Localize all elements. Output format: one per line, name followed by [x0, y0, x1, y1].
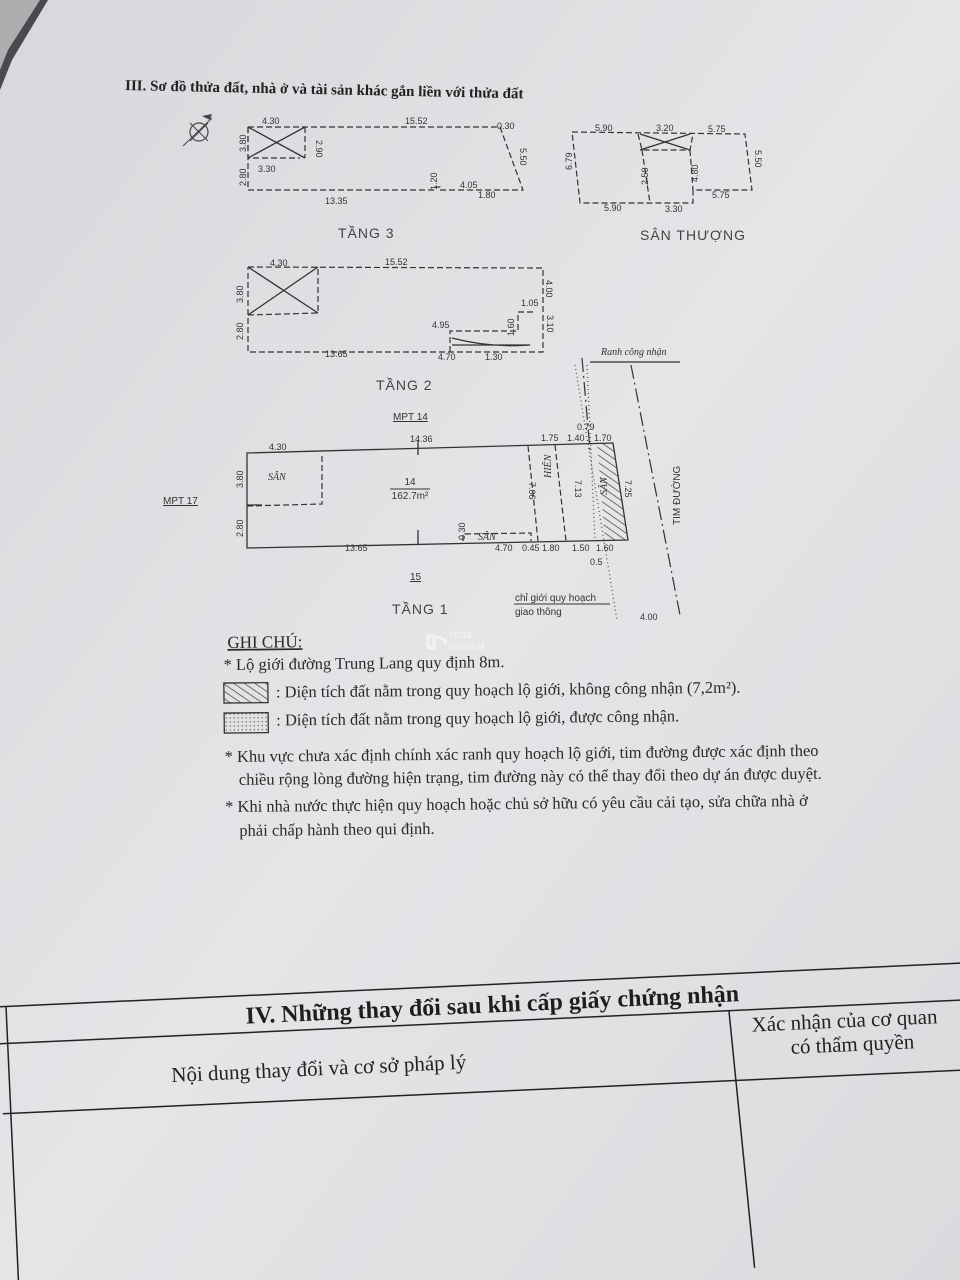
- dimension-label: 6.79: [564, 152, 574, 170]
- watermark-text-2: nhadat: [448, 639, 485, 653]
- dimension-label: 3.30: [258, 164, 276, 174]
- dimension-label: 3.80: [235, 285, 245, 303]
- floor2-label: TẦNG 2: [376, 377, 433, 393]
- watermark-logo: rada nhadat: [426, 629, 485, 653]
- dimension-label: 4.05: [460, 180, 478, 190]
- dimension-label: 2.80: [235, 519, 245, 537]
- dimension-label: 4.00: [640, 612, 658, 622]
- dimension-label: 13.65: [345, 543, 368, 553]
- dimension-label: 0.79: [577, 422, 595, 432]
- neighbor-left: MPT 17: [163, 496, 198, 507]
- column-header-confirmation-line2: có thẩm quyền: [790, 1029, 915, 1059]
- dimension-label: 5.50: [753, 150, 763, 168]
- yard-label-2: SÂN: [598, 476, 610, 495]
- dimension-label: 3.10: [545, 315, 555, 333]
- dimension-label: 0.45: [522, 543, 540, 553]
- dimension-label: 3.80: [235, 470, 245, 488]
- dimension-label: 1.75: [541, 433, 559, 443]
- planning-line-label: chỉ giới quy hoạch: [515, 592, 596, 604]
- dimension-label: 1.05: [521, 298, 539, 308]
- dimension-label: 5.75: [708, 124, 726, 134]
- legend-dotted-icon: [223, 711, 270, 734]
- dimension-label: 4.30: [270, 258, 288, 268]
- floor3-plan: 4.30 15.52 0.30 3.80 2.80 3.30 13.35 4.0…: [238, 116, 528, 241]
- dimension-label: 4.80: [690, 164, 700, 182]
- neighbor-top: MPT 14: [393, 412, 428, 423]
- floor3-label: TẦNG 3: [338, 225, 395, 241]
- dimension-label: 4.30: [262, 116, 280, 126]
- dimension-label: 7.13: [573, 480, 583, 498]
- floor2-plan: 4.30 15.52 3.80 2.80 13.65 4.70 1.30 4.9…: [235, 257, 555, 393]
- note-item: : Diện tích đất nằm trong quy hoạch lộ g…: [276, 678, 741, 702]
- yard-label: SÂN: [268, 471, 287, 483]
- planning-line-label-2: giao thông: [515, 607, 562, 618]
- dimension-label: 15.52: [405, 116, 428, 126]
- north-arrow-icon: [182, 114, 213, 147]
- yard-label-3: SÂN: [478, 531, 497, 543]
- dimension-label: 1.50: [572, 543, 590, 553]
- dimension-label: 1.60: [506, 318, 516, 336]
- dimension-label: 4.70: [495, 543, 513, 553]
- boundary-label: Ranh công nhận: [600, 347, 667, 358]
- dimension-label: 0.30: [457, 522, 467, 540]
- dimension-label: 7.25: [623, 480, 633, 498]
- note-item: : Diện tích đất nằm trong quy hoạch lộ g…: [276, 706, 679, 729]
- dimension-label: 0.30: [497, 121, 515, 131]
- dimension-label: 2.90: [314, 140, 324, 158]
- dimension-label: 5.90: [595, 123, 613, 133]
- porch-label: HIÊN: [542, 453, 554, 479]
- rooftop-plan: 5.90 3.20 5.75 5.90 3.30 5.75 6.79 5.50 …: [564, 123, 763, 243]
- dimension-label: 2.80: [235, 322, 245, 340]
- dimension-label: 3.20: [656, 123, 674, 133]
- neighbor-bottom: 15: [410, 572, 422, 583]
- parcel-number: 14: [404, 477, 416, 488]
- dimension-label: 7.06: [527, 482, 537, 500]
- rooftop-label: SÂN THƯỢNG: [640, 227, 746, 243]
- watermark-text: rada: [450, 629, 473, 641]
- note-item: * Lộ giới đường Trung Lang quy định 8m.: [224, 652, 505, 674]
- dimension-label: 3.80: [238, 134, 248, 152]
- dimension-label: 14.36: [410, 434, 433, 444]
- parcel-area: 162.7m²: [392, 491, 429, 502]
- dimension-label: 1.60: [596, 543, 614, 553]
- dimension-label: 0.5: [590, 557, 603, 567]
- page-edge-highlight: [0, 0, 40, 70]
- dimension-label: 5.90: [604, 203, 622, 213]
- notes-heading: GHI CHÚ:: [227, 632, 302, 652]
- dimension-label: 4.95: [432, 320, 450, 330]
- dimension-label: 1.30: [485, 352, 503, 362]
- dimension-label: 4.70: [438, 352, 456, 362]
- dimension-label: 4.30: [269, 442, 287, 452]
- dimension-label: 15.52: [385, 257, 408, 267]
- dimension-label: 5.50: [518, 148, 528, 166]
- dimension-label: 1.80: [542, 543, 560, 553]
- dimension-label: 2.50: [640, 167, 650, 185]
- dimension-label: 4.00: [544, 280, 554, 298]
- dimension-label: 13.65: [325, 349, 348, 359]
- unrecognized-area-hatch: [597, 443, 628, 541]
- note-item: phải chấp hành theo qui định.: [239, 819, 434, 840]
- dimension-label: 5.75: [712, 190, 730, 200]
- dimension-label: 2.80: [238, 168, 248, 186]
- dimension-label: 1.80: [478, 190, 496, 200]
- dimension-label: 1.20: [429, 172, 439, 190]
- floor1-plan: Ranh công nhận MPT 14 MPT 17 15 SÂN 14 1…: [163, 347, 683, 622]
- dimension-label: 3.30: [665, 204, 683, 214]
- road-center-label: TIM ĐƯỜNG: [670, 465, 683, 525]
- legend-hatched-icon: [223, 681, 269, 704]
- floor1-label: TẦNG 1: [392, 601, 449, 617]
- dimension-label: 1.70: [594, 433, 612, 443]
- dimension-label: 1.40: [567, 433, 585, 443]
- dimension-label: 13.35: [325, 196, 348, 206]
